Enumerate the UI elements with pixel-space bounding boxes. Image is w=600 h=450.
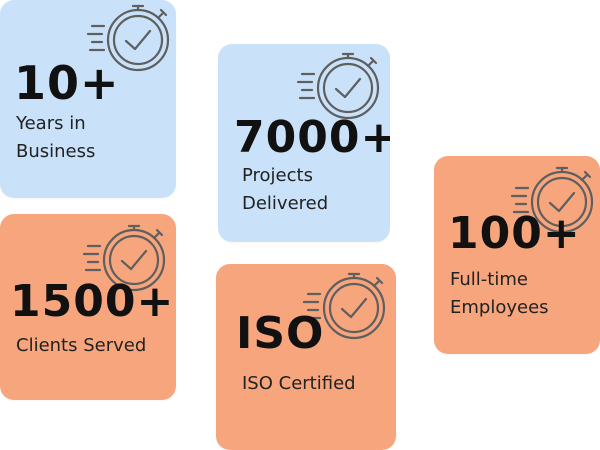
stat-value: 10+ [14,56,120,110]
stat-value: ISO [236,308,325,359]
stat-label: ISO Certified [242,373,356,394]
stat-card-employees: 100+ Full-time Employees [434,156,600,354]
stopwatch-icon [82,224,166,292]
stat-card-iso: ISO ISO Certified [216,264,396,450]
stat-card-projects: 7000+ Projects Delivered [218,44,390,242]
stat-label: Years in Business [16,113,96,162]
stat-label: Clients Served [16,335,147,356]
stopwatch-icon [86,4,170,72]
stat-card-years: 10+ Years in Business [0,0,176,198]
stat-label: Full-time Employees [450,269,549,318]
stat-label: Projects Delivered [242,165,329,214]
stopwatch-icon [510,166,594,234]
stat-card-clients: 1500+ Clients Served [0,214,176,400]
stat-value: 7000+ [234,112,390,163]
stat-value: 1500+ [10,276,175,327]
stopwatch-icon [302,272,386,340]
stopwatch-icon [296,52,380,120]
stat-value: 100+ [448,208,581,259]
